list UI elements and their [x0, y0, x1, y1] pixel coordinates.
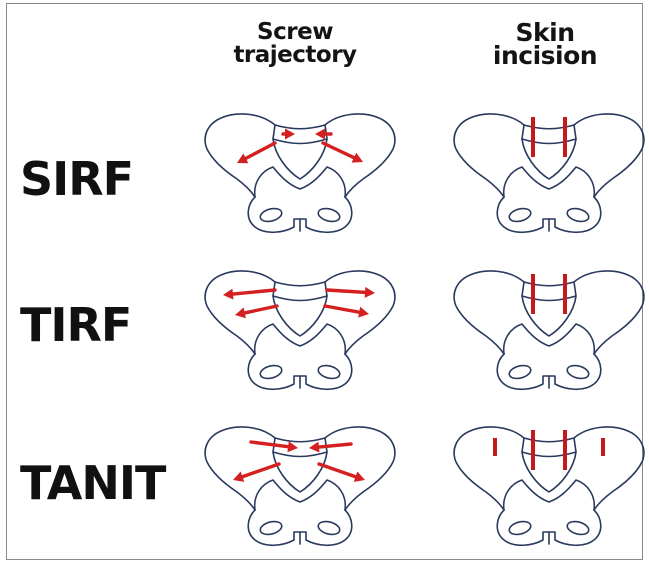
pelvis-skin-tanit	[452, 418, 642, 548]
tirf-arrow-lower-right	[325, 306, 369, 318]
left-ilium-outline	[205, 114, 275, 197]
row-label-tirf: TIRF	[20, 300, 131, 350]
sacrum-body-outline	[522, 296, 576, 336]
pelvic-inlet-outline	[255, 167, 346, 197]
tirf-arrow-lower-left	[235, 306, 277, 318]
right-ilium-outline	[574, 427, 644, 510]
header-screw-line2: trajectory	[210, 44, 380, 67]
right-ilium-outline	[325, 114, 395, 197]
pelvic-inlet-outline	[504, 480, 595, 510]
sacrum-body-outline	[273, 452, 327, 492]
right-obturator-outline	[317, 363, 341, 380]
left-obturator-outline	[508, 519, 532, 536]
sirf-arrow-sacral-right	[315, 129, 331, 140]
left-obturator-outline	[259, 519, 283, 536]
header-screw-line1: Screw	[210, 21, 380, 44]
right-obturator-outline	[317, 206, 341, 223]
sacrum-band-outline	[522, 282, 576, 301]
tanit-arrow-iliac-left	[233, 464, 279, 482]
right-ilium-outline	[574, 114, 644, 197]
right-obturator-outline	[566, 206, 590, 223]
sacrum-band-outline	[522, 438, 576, 457]
row-label-tanit: TANIT	[20, 458, 165, 508]
header-skin-line2: incision	[470, 44, 620, 67]
left-ilium-outline	[454, 114, 524, 197]
pelvic-inlet-outline	[255, 324, 346, 354]
left-obturator-outline	[259, 363, 283, 380]
tanit-arrow-iliac-right	[319, 464, 365, 482]
right-obturator-outline	[566, 519, 590, 536]
sacrum-body-outline	[273, 296, 327, 336]
sacrum-body-outline	[273, 139, 327, 179]
pelvic-inlet-outline	[504, 324, 595, 354]
sirf-arrow-iliac-right	[323, 143, 363, 163]
pelvis-screw-tanit	[203, 418, 393, 548]
pelvis-skin-sirf	[452, 105, 642, 235]
header-screw-trajectory: Screw trajectory	[210, 21, 380, 67]
right-obturator-outline	[566, 363, 590, 380]
right-ilium-outline	[574, 271, 644, 354]
pelvic-inlet-outline	[255, 480, 346, 510]
row-label-sirf: SIRF	[20, 154, 133, 204]
left-ilium-outline	[454, 427, 524, 510]
header-skin-incision: Skin incision	[470, 21, 620, 67]
sirf-arrow-iliac-left	[237, 143, 275, 163]
left-obturator-outline	[508, 363, 532, 380]
sacrum-band-outline	[273, 282, 327, 301]
left-obturator-outline	[508, 206, 532, 223]
sacrum-body-outline	[522, 139, 576, 179]
sirf-arrow-sacral-left	[283, 129, 295, 140]
right-obturator-outline	[317, 519, 341, 536]
pelvis-screw-sirf	[203, 105, 393, 235]
tirf-arrow-upper-left	[223, 289, 275, 300]
pelvic-inlet-outline	[504, 167, 595, 197]
tirf-arrow-upper-right	[327, 287, 375, 298]
sacrum-body-outline	[522, 452, 576, 492]
left-obturator-outline	[259, 206, 283, 223]
left-ilium-outline	[454, 271, 524, 354]
sacrum-band-outline	[522, 125, 576, 144]
tanit-arrow-sacral-right	[309, 442, 351, 453]
pelvis-skin-tirf	[452, 262, 642, 392]
pelvis-screw-tirf	[203, 262, 393, 392]
